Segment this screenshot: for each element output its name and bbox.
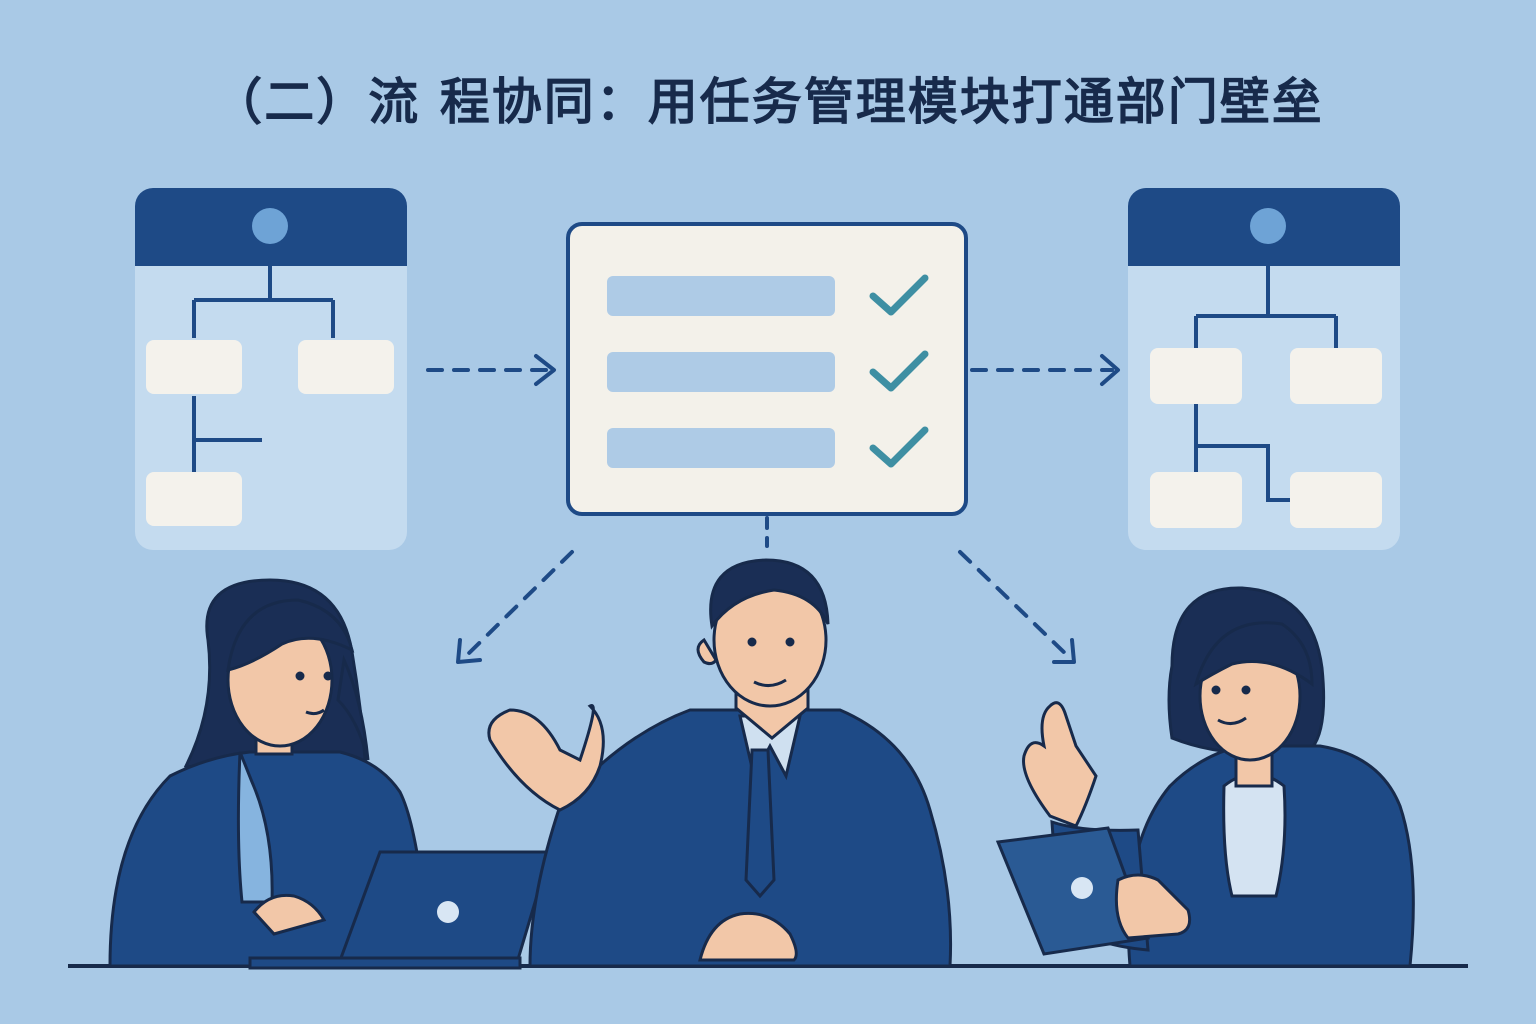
task-management-card: [566, 222, 968, 516]
laptop-icon: [248, 850, 553, 970]
arrow-tasks-to-left-person-icon: [456, 550, 574, 664]
left-woman-with-laptop: [108, 578, 553, 970]
left-org-chart-card: [135, 188, 407, 550]
right-woman-with-tablet: [995, 586, 1415, 968]
center-man-presenting: [487, 558, 953, 968]
arrow-tasks-to-right-icon: [970, 354, 1120, 386]
org-root-node-icon: [252, 208, 288, 244]
check-icon: [869, 350, 929, 392]
task-bar-3: [607, 428, 835, 468]
check-icon: [869, 426, 929, 468]
arrow-left-to-tasks-icon: [426, 354, 556, 386]
check-icon: [869, 274, 929, 316]
org-root-node-icon: [1250, 208, 1286, 244]
page-title: （二）流 程协同：用任务管理模块打通部门壁垒: [212, 73, 1324, 131]
right-org-chart-card: [1128, 188, 1400, 550]
task-bar-2: [607, 352, 835, 392]
tablet-icon: [995, 826, 1151, 956]
arrow-tasks-to-right-person-icon: [958, 550, 1076, 664]
task-bar-1: [607, 276, 835, 316]
